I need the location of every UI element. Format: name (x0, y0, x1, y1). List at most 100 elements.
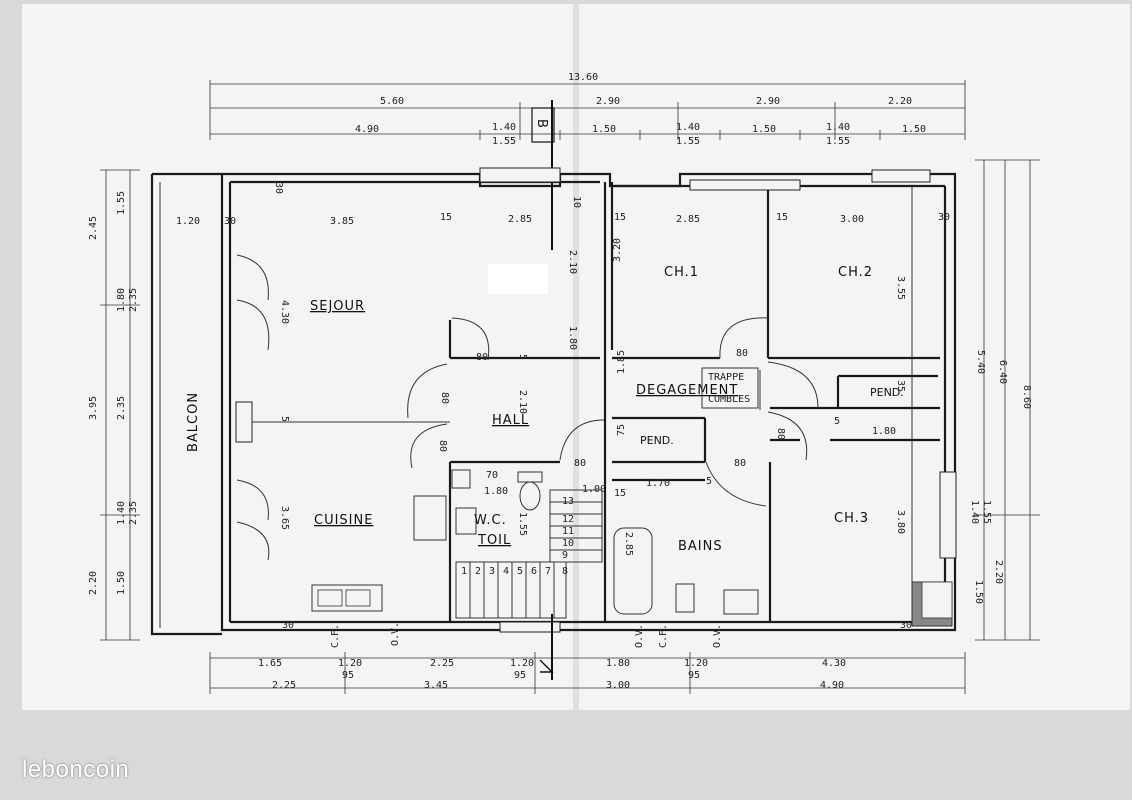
dim-b14: 4.90 (820, 680, 844, 691)
dim-v12: 3.20 (612, 238, 623, 262)
dim-t1: 5.60 (380, 96, 404, 107)
dim-v21: 1.70 (646, 478, 670, 489)
stair-step: 12 (562, 514, 574, 525)
dim-b6: 95 (514, 670, 526, 681)
dim-b7: 1.80 (606, 658, 630, 669)
dim-b9: 95 (688, 670, 700, 681)
dim-i2: 30 (224, 216, 236, 227)
dim-b2: 1.20 (338, 658, 362, 669)
dim-s8: 1.40 (826, 122, 850, 133)
dim-v3: 5 (279, 416, 290, 422)
dim-l6: 2.35 (116, 396, 127, 420)
dim-v5: 2.10 (567, 250, 578, 274)
bottom-dimension-lines (209, 652, 966, 694)
dim-i5: 2.85 (508, 214, 532, 225)
dim-i7: 15 (614, 212, 626, 223)
dim-v8: 80 (439, 392, 450, 404)
dim-i1: 1.20 (176, 216, 200, 227)
dim-i11: 30 (938, 212, 950, 223)
dim-s2: 1.40 (492, 122, 516, 133)
dim-s1: 4.90 (355, 124, 379, 135)
dim-s9: 1.55 (826, 136, 850, 147)
dim-l4: 2.35 (128, 288, 139, 312)
dim-l1: 2.45 (88, 216, 99, 240)
room-toil: TOIL (477, 533, 511, 548)
combles-label: COMBLES (708, 394, 750, 405)
dim-i10: 3.00 (840, 214, 864, 225)
dim-b11: 2.25 (272, 680, 296, 691)
stair-step: 1 (461, 566, 467, 577)
stair-step: 7 (545, 566, 551, 577)
room-pend-2: PEND. (870, 386, 904, 399)
top-dimension-lines (209, 80, 966, 140)
dim-v34: 30 (282, 620, 294, 631)
dim-l2: 1.55 (116, 191, 127, 215)
dim-b3: 95 (342, 670, 354, 681)
room-bains: BAINS (678, 539, 723, 554)
dim-l5: 3.95 (88, 396, 99, 420)
dim-v35: 30 (900, 620, 912, 631)
dim-v13: 3.55 (895, 276, 906, 300)
dim-b10: 4.30 (822, 658, 846, 669)
room-wc: W.C. (474, 513, 507, 528)
dim-v11: 80 (574, 458, 586, 469)
dim-v25: 3.80 (895, 510, 906, 534)
stair-step: 10 (562, 538, 574, 549)
dim-l8: 2.35 (128, 501, 139, 525)
dim-t3: 2.90 (756, 96, 780, 107)
dim-b13: 3.00 (606, 680, 630, 691)
leboncoin-watermark: leboncoin (22, 756, 130, 783)
room-ch1: CH.1 (664, 265, 699, 280)
dim-v22: 5 (706, 476, 712, 487)
dim-v33: 2.85 (623, 532, 634, 556)
trappe-label: TRAPPE (708, 372, 744, 383)
dim-v29: 1.55 (517, 512, 528, 536)
dim-b4: 2.25 (430, 658, 454, 669)
dim-i8: 2.85 (676, 214, 700, 225)
cf-1: C.F. (330, 624, 341, 648)
dim-i3: 3.85 (330, 216, 354, 227)
stair-step: 6 (531, 566, 537, 577)
room-hall: HALL (492, 413, 529, 428)
room-ch3: CH.3 (834, 511, 869, 526)
dim-v6: 1.80 (567, 326, 578, 350)
dim-s6: 1.55 (676, 136, 700, 147)
dim-v14: 5 (517, 354, 528, 360)
dim-v17: 80 (775, 428, 786, 440)
dim-v24: 5 (834, 416, 840, 427)
dim-r3: 8.60 (1021, 385, 1032, 409)
stair-step: 2 (475, 566, 481, 577)
stair-step: 4 (503, 566, 509, 577)
ov-2: O.V. (634, 624, 645, 648)
interior-walls (250, 182, 940, 622)
dim-v27: 70 (486, 470, 498, 481)
dim-i6: 10 (571, 196, 582, 208)
dim-b1: 1.65 (258, 658, 282, 669)
dim-v7: 80 (476, 352, 488, 363)
stair-step: 9 (562, 550, 568, 561)
dim-v9: 2.10 (517, 390, 528, 414)
dim-r1: 5.40 (975, 350, 986, 374)
dim-v1: 30 (273, 182, 284, 194)
dim-l9: 2.20 (88, 571, 99, 595)
dim-i9: 15 (776, 212, 788, 223)
dim-v18: 80 (734, 458, 746, 469)
stair-step: 8 (562, 566, 568, 577)
dim-r2: 6.40 (997, 360, 1008, 384)
windows (235, 167, 957, 633)
dim-b8: 1.20 (684, 658, 708, 669)
dim-s3: 1.55 (492, 136, 516, 147)
ov-3: O.V. (712, 624, 723, 648)
dim-r5: 1.55 (981, 500, 992, 524)
stair-step: 13 (562, 496, 574, 507)
dim-s10: 1.50 (902, 124, 926, 135)
dim-v16: 80 (736, 348, 748, 359)
room-cuisine: CUISINE (314, 513, 373, 528)
stair-step: 3 (489, 566, 495, 577)
door-arcs (236, 254, 819, 561)
dim-t4: 2.20 (888, 96, 912, 107)
dim-r6: 2.20 (993, 560, 1004, 584)
stair-step: 5 (517, 566, 523, 577)
